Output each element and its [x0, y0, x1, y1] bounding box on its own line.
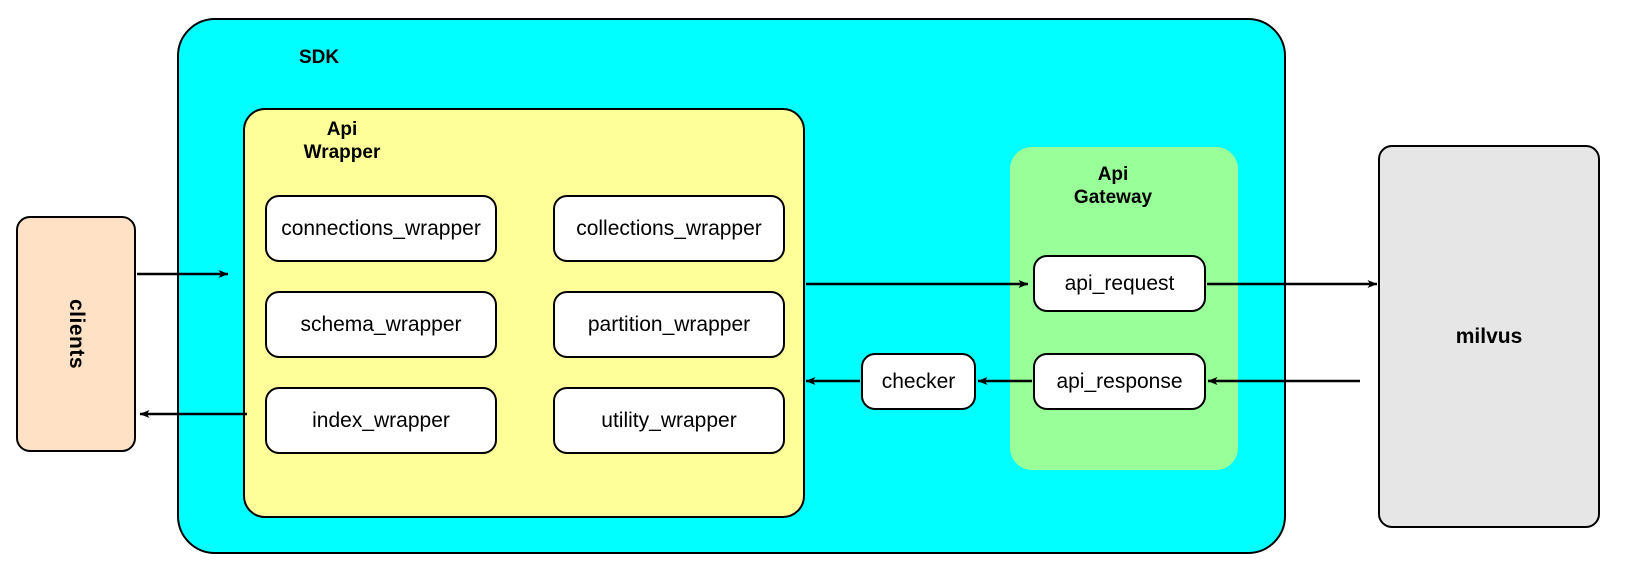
node-schema-wrapper[interactable]: schema_wrapper [265, 291, 497, 358]
node-index-wrapper[interactable]: index_wrapper [265, 387, 497, 454]
node-index-wrapper-label: index_wrapper [312, 408, 450, 432]
node-api-response[interactable]: api_response [1033, 353, 1206, 410]
container-api-wrapper-label: Api Wrapper [303, 119, 381, 164]
node-schema-wrapper-label: schema_wrapper [300, 312, 462, 336]
node-utility-wrapper-label: utility_wrapper [601, 408, 737, 432]
node-api-request[interactable]: api_request [1033, 255, 1206, 312]
node-milvus-label: milvus [1455, 324, 1523, 348]
container-sdk-label: SDK [298, 47, 340, 68]
node-checker[interactable]: checker [861, 353, 976, 410]
node-connections-wrapper-label: connections_wrapper [281, 216, 481, 240]
container-api-gateway-label: Api Gateway [1073, 164, 1153, 209]
node-partition-wrapper-label: partition_wrapper [587, 312, 751, 336]
node-utility-wrapper[interactable]: utility_wrapper [553, 387, 785, 454]
node-clients[interactable]: clients [16, 216, 136, 452]
node-api-request-label: api_request [1064, 271, 1175, 295]
node-clients-label: clients [65, 298, 88, 370]
node-milvus[interactable]: milvus [1378, 145, 1600, 528]
node-partition-wrapper[interactable]: partition_wrapper [553, 291, 785, 358]
node-api-response-label: api_response [1056, 369, 1183, 393]
node-connections-wrapper[interactable]: connections_wrapper [265, 195, 497, 262]
node-collections-wrapper-label: collections_wrapper [576, 216, 762, 240]
node-checker-label: checker [881, 369, 956, 393]
node-collections-wrapper[interactable]: collections_wrapper [553, 195, 785, 262]
